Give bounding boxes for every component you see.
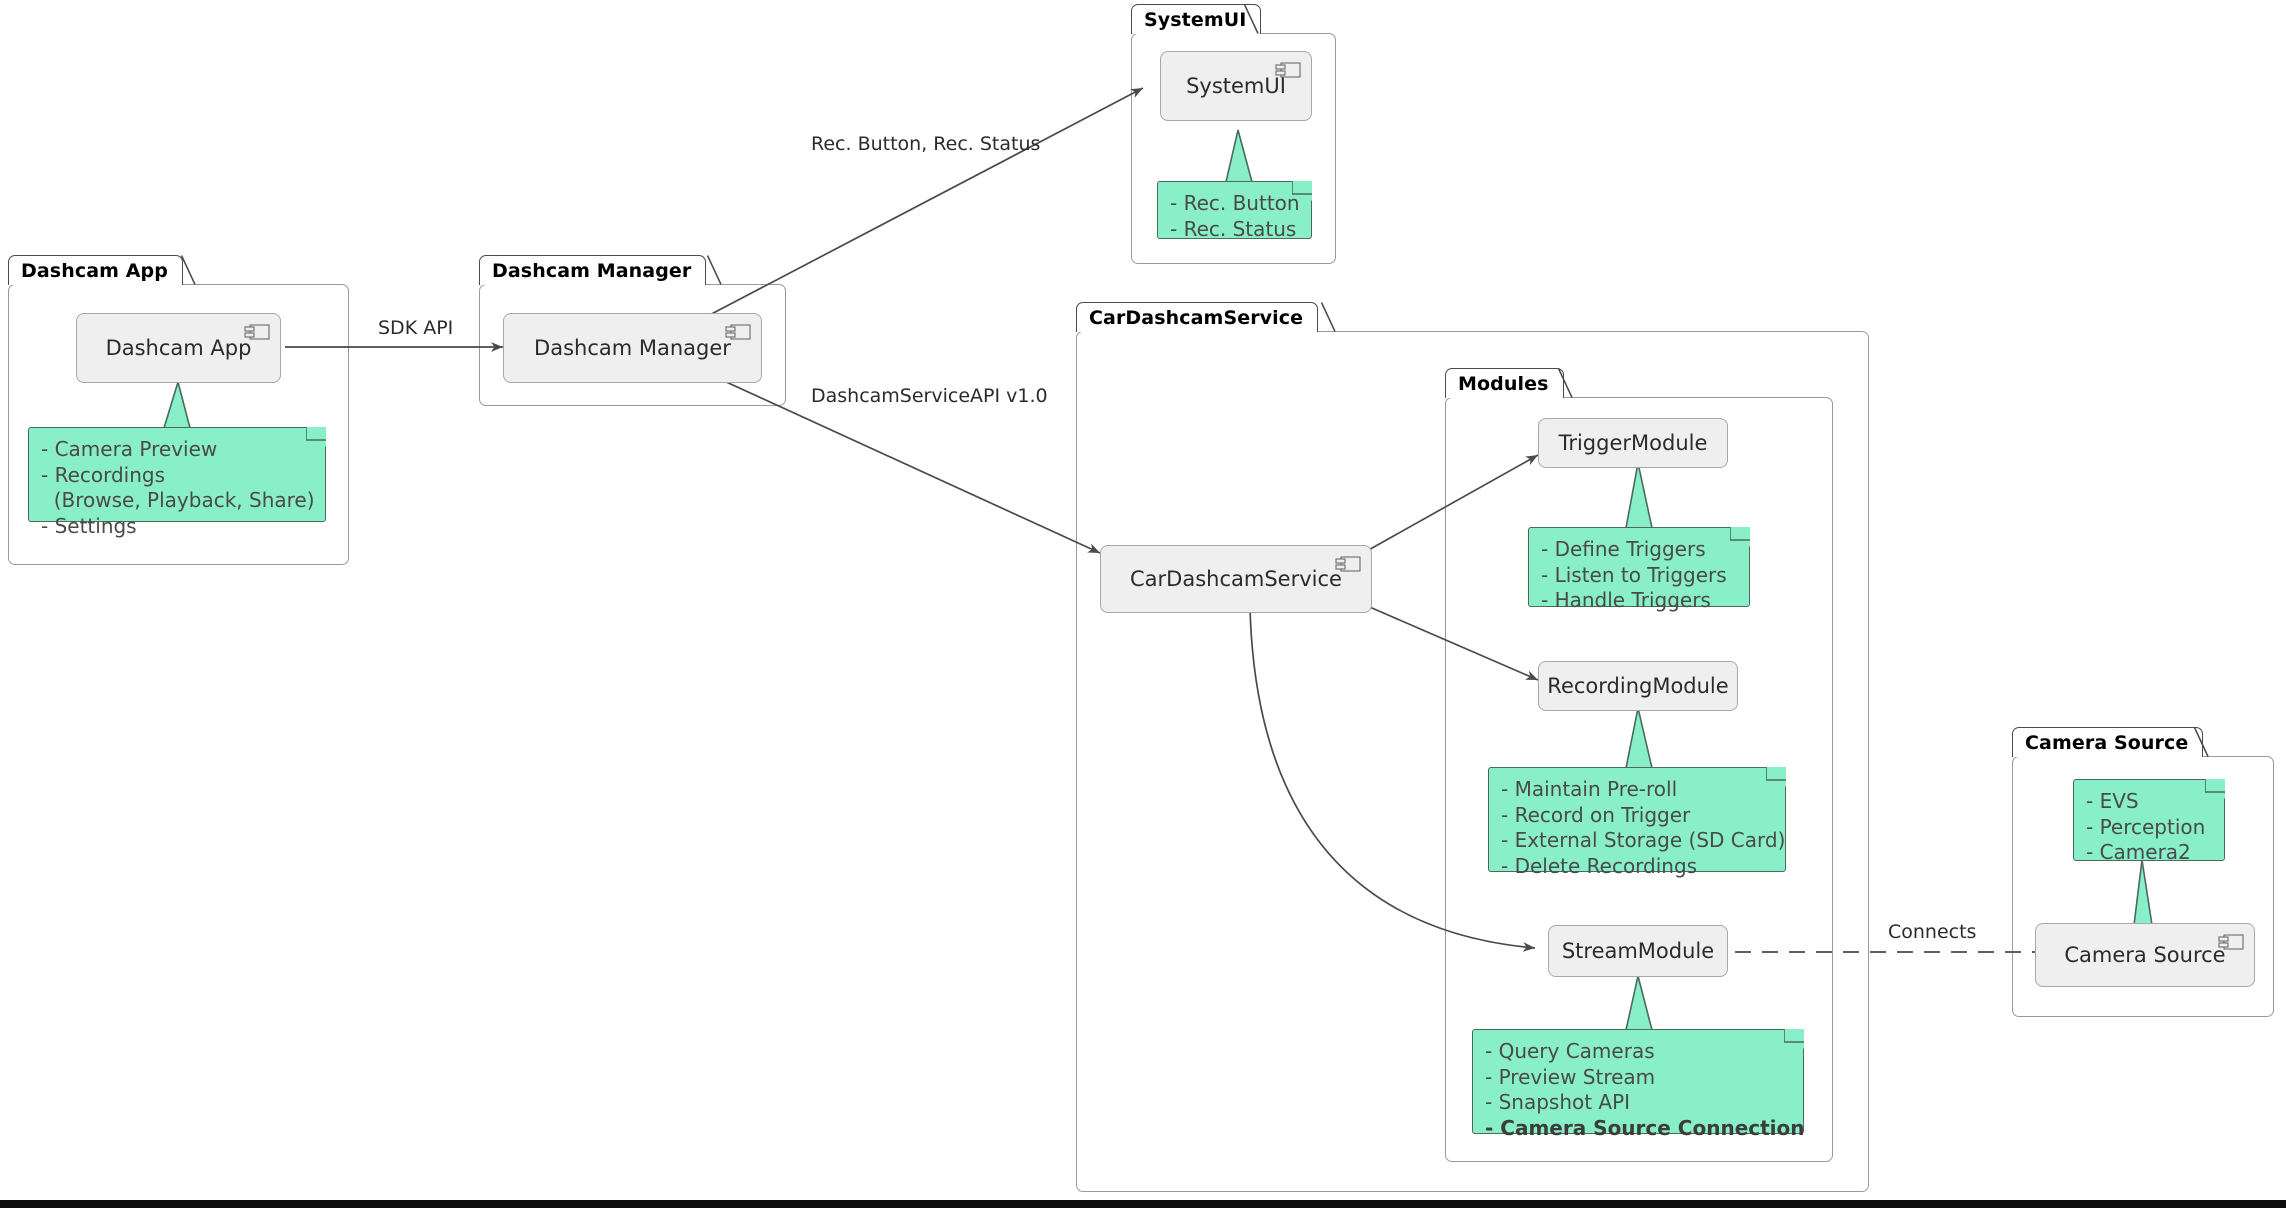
note-trigger-module: - Define Triggers - Listen to Triggers -… bbox=[1528, 527, 1750, 612]
component-icon bbox=[1335, 556, 1361, 572]
note-line: - Delete Recordings bbox=[1501, 853, 1698, 878]
package-dashcam-app-tab: Dashcam App bbox=[8, 255, 183, 285]
note-line: (Browse, Playback, Share) bbox=[41, 488, 315, 513]
note-line: - External Storage (SD Card) bbox=[1501, 828, 1786, 853]
edge-label-sdk-api: SDK API bbox=[378, 317, 454, 339]
package-modules-label: Modules bbox=[1458, 372, 1549, 395]
note-line: - Handle Triggers bbox=[1541, 588, 1711, 613]
note-fold-icon bbox=[1292, 181, 1312, 201]
note-line: - Record on Trigger bbox=[1501, 802, 1691, 827]
component-camera-source[interactable]: Camera Source bbox=[2035, 923, 2255, 987]
bottom-edge-band bbox=[0, 1200, 2286, 1208]
component-icon bbox=[2218, 934, 2244, 950]
package-camera-source-tab: Camera Source bbox=[2012, 727, 2204, 757]
note-line: - Perception bbox=[2086, 814, 2206, 839]
note-dashcam-app: - Camera Preview - Recordings (Browse, P… bbox=[28, 427, 326, 538]
package-dashcam-app-tab-slash bbox=[181, 255, 196, 285]
component-icon bbox=[725, 324, 751, 340]
package-system-ui-tab: SystemUI bbox=[1131, 4, 1262, 34]
note-line: - Query Cameras bbox=[1485, 1039, 1655, 1063]
note-line: - Rec. Status bbox=[1170, 216, 1297, 241]
package-camera-source-tab-slash bbox=[2194, 727, 2209, 757]
component-dashcam-app[interactable]: Dashcam App bbox=[76, 313, 281, 383]
note-camera-source: - EVS - Perception - Camera2 bbox=[2073, 779, 2225, 864]
note-line: - Preview Stream bbox=[1485, 1064, 1656, 1089]
package-dashcam-manager-tab: Dashcam Manager bbox=[479, 255, 707, 285]
component-camera-source-label: Camera Source bbox=[2064, 943, 2226, 967]
note-line: - Maintain Pre-roll bbox=[1501, 777, 1678, 801]
component-system-ui[interactable]: SystemUI bbox=[1160, 51, 1312, 121]
component-car-dashcam-service[interactable]: CarDashcamService bbox=[1100, 545, 1372, 613]
component-icon bbox=[1275, 62, 1301, 78]
note-line: - Define Triggers bbox=[1541, 537, 1706, 561]
component-dashcam-app-label: Dashcam App bbox=[105, 336, 252, 360]
package-camera-source-label: Camera Source bbox=[2025, 731, 2189, 754]
package-modules-tab-slash bbox=[1558, 368, 1573, 398]
note-line: - Settings bbox=[41, 513, 137, 538]
package-car-dashcam-service-tab: CarDashcamService bbox=[1076, 302, 1319, 332]
note-line: - Camera Preview bbox=[41, 437, 218, 461]
component-system-ui-label: SystemUI bbox=[1186, 74, 1286, 98]
note-recording-module: - Maintain Pre-roll - Record on Trigger … bbox=[1488, 767, 1786, 878]
note-line: - Rec. Button bbox=[1170, 191, 1300, 215]
note-line: - Recordings bbox=[41, 462, 166, 487]
component-dashcam-manager[interactable]: Dashcam Manager bbox=[503, 313, 762, 383]
component-recording-module[interactable]: RecordingModule bbox=[1538, 661, 1738, 711]
note-fold-icon bbox=[1730, 527, 1750, 547]
component-recording-module-label: RecordingModule bbox=[1547, 674, 1729, 698]
note-system-ui: - Rec. Button - Rec. Status bbox=[1157, 181, 1312, 241]
package-dashcam-manager-tab-slash bbox=[707, 255, 722, 285]
package-modules-tab: Modules bbox=[1445, 368, 1564, 398]
component-trigger-module-label: TriggerModule bbox=[1558, 431, 1708, 455]
note-line: - Camera2 bbox=[2086, 840, 2191, 865]
note-fold-icon bbox=[1766, 767, 1786, 787]
package-car-dashcam-service-tab-slash bbox=[1321, 302, 1336, 332]
component-car-dashcam-service-label: CarDashcamService bbox=[1130, 567, 1342, 591]
note-line-emphasis: - Camera Source Connection bbox=[1485, 1115, 1805, 1140]
note-stream-module: - Query Cameras - Preview Stream - Snaps… bbox=[1472, 1029, 1805, 1140]
package-system-ui-label: SystemUI bbox=[1144, 8, 1247, 31]
edge-label-connects: Connects bbox=[1888, 921, 1977, 943]
component-stream-module[interactable]: StreamModule bbox=[1548, 925, 1728, 977]
package-dashcam-manager-label: Dashcam Manager bbox=[492, 259, 692, 282]
note-line: - Listen to Triggers bbox=[1541, 562, 1727, 587]
package-car-dashcam-service-label: CarDashcamService bbox=[1089, 306, 1304, 329]
component-stream-module-label: StreamModule bbox=[1561, 939, 1715, 963]
note-line: - EVS bbox=[2086, 789, 2139, 813]
edge-label-dashcam-service-api: DashcamServiceAPI v1.0 bbox=[811, 385, 1048, 407]
package-dashcam-app-label: Dashcam App bbox=[21, 259, 168, 282]
note-fold-icon bbox=[2205, 779, 2225, 799]
note-line: - Snapshot API bbox=[1485, 1090, 1631, 1115]
note-fold-icon bbox=[1784, 1029, 1804, 1049]
package-system-ui-tab-slash bbox=[1244, 4, 1259, 34]
note-fold-icon bbox=[306, 427, 326, 447]
component-dashcam-manager-label: Dashcam Manager bbox=[534, 336, 731, 360]
component-icon bbox=[244, 324, 270, 340]
component-trigger-module[interactable]: TriggerModule bbox=[1538, 418, 1728, 468]
edge-label-rec-button-status: Rec. Button, Rec. Status bbox=[811, 133, 1041, 155]
